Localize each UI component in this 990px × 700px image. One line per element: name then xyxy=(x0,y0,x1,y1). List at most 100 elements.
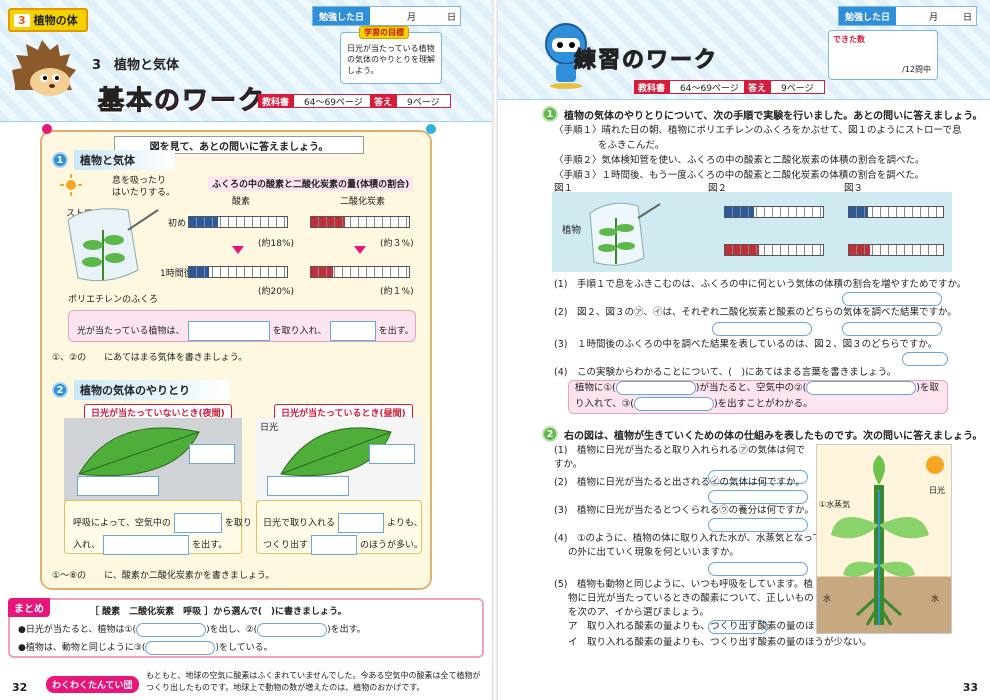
q1-part-1-answer[interactable] xyxy=(842,292,942,306)
score-box: できた数 /12問中 xyxy=(828,30,938,80)
q2-part-1-answer[interactable] xyxy=(708,470,808,484)
study-date-label: 勉強した日 xyxy=(313,7,371,25)
q2-part-1: (1) 植物に日光が当たると取り入れられる㋐の気体は何ですか。 xyxy=(554,445,805,471)
down-arrow-icon xyxy=(232,246,244,254)
q2-answer-box-1[interactable] xyxy=(77,476,159,496)
learning-goal-text: 日光が当たっている植物の気体のやりとりを理解しよう。 xyxy=(347,44,435,76)
night-sentence-box: 呼吸によって、空気中の を取り 入れ、を出す。 xyxy=(64,500,252,555)
q1-prompt: ①、②の にあてはまる気体を書きましょう。 xyxy=(52,353,248,363)
fig2-tube-b xyxy=(724,244,824,256)
hedgehog-icon xyxy=(12,40,76,96)
instruction-banner: 図を見て、あとの問いに答えましょう。 xyxy=(114,136,364,154)
down-arrow-icon xyxy=(354,246,366,254)
summary-answer-2[interactable] xyxy=(257,622,328,637)
co2-tube-after xyxy=(310,266,410,278)
night-sentence-part: を取り xyxy=(224,518,252,529)
q1-part-4-text: )を取 xyxy=(916,382,940,394)
plant-diagram-icon xyxy=(831,455,944,626)
q2-part-2-answer[interactable] xyxy=(708,490,808,504)
q2-answer-box-8[interactable] xyxy=(311,535,358,555)
night-sentence-2: 入れ、を出す。 xyxy=(73,535,227,555)
page-title: 練習のワーク xyxy=(573,48,719,74)
q2-part-4-line-2: の外に出ていく現象を何といいますか。 xyxy=(568,547,739,558)
pin-icon xyxy=(426,124,436,134)
co2-initial-value: (約３%) xyxy=(380,239,414,249)
summary-line-1-part: )を出す。 xyxy=(327,625,366,635)
water-label: 水 xyxy=(823,594,831,603)
q1-sentence: 光が当たっている植物は、を取り入れ、を出す。 xyxy=(77,321,414,341)
textbook-pages: 64〜69ページ xyxy=(293,94,374,108)
night-sentence-part: 呼吸によって、空気中の xyxy=(73,518,171,529)
q2-answer-box-4[interactable] xyxy=(369,444,415,464)
page-number: 32 xyxy=(12,681,28,694)
unit-title: 植物の体 xyxy=(33,14,78,27)
study-date-box[interactable]: 勉強した日 月 日 xyxy=(312,6,462,26)
q1-answer-box-2[interactable] xyxy=(329,321,376,341)
breath-label: 息を吸ったり はいたりする。 xyxy=(112,176,176,198)
fig3-tube-b xyxy=(848,244,944,256)
q1-sentence-part: を取り入れ、 xyxy=(272,326,327,337)
water-vapor-label: ①水蒸気 xyxy=(819,500,851,509)
oxygen-tube-after xyxy=(188,266,288,278)
q1-part-4-text: )が当たると、空気中の②( xyxy=(695,382,807,394)
textbook-label: 教科書 xyxy=(258,94,294,108)
q2-prompt: ①〜⑧の に、酸素か二酸化炭素かを書きましょう。 xyxy=(52,571,275,581)
summary-answer-3[interactable] xyxy=(145,640,216,655)
pin-icon xyxy=(42,124,52,134)
step-1-line-2: をふきこんだ。 xyxy=(598,140,665,151)
q1-part-2: (2) 図２、図３の㋐、㋑は、それぞれ二酸化炭素と酸素のどちらの気体を調べた結果… xyxy=(554,307,957,318)
leaf-icon xyxy=(78,427,200,477)
summary-answer-1[interactable] xyxy=(136,622,207,637)
oxygen-after-value: (約20%) xyxy=(258,287,295,297)
answer-page: 9ページ xyxy=(396,94,451,108)
co2-after-value: (約１%) xyxy=(380,287,414,297)
answer-label: 答え xyxy=(744,80,771,94)
practice-q1-number: 1 xyxy=(542,106,558,122)
study-date-box[interactable]: 勉強した日 月 日 xyxy=(838,6,978,26)
q2-option-a: ア 取り入れる酸素の量よりも、つくり出す酸素の量のほうが多い。 xyxy=(568,621,863,632)
q1-answer-box-1[interactable] xyxy=(187,321,270,341)
question-2-title: 植物の気体のやりとり xyxy=(74,380,230,400)
summary-box: まとめ ［ 酸素 二酸化炭素 呼吸 ］から選んで( )に書きましょう。 ●日光が… xyxy=(8,598,484,658)
summary-line-2: ●植物は、動物と同じように③()をしている。 xyxy=(18,640,273,655)
q1-part-4-line-2: り入れて、③()を出すことがわかる。 xyxy=(575,397,813,412)
q2-answer-box-3[interactable] xyxy=(267,476,349,496)
practice-q1-title: 植物の気体のやりとりについて、次の手順で実験を行いました。あとの問いに答えましょ… xyxy=(564,110,983,122)
q1-part-4-answer-2[interactable] xyxy=(806,381,917,395)
fig3-tube-a xyxy=(848,206,944,218)
graph-title: ふくろの中の酸素と二酸化炭素の量(体積の割合) xyxy=(208,176,414,191)
q1-part-2b-answer[interactable] xyxy=(842,322,942,336)
co2-tube-initial xyxy=(310,216,410,228)
step-3: 〈手順３〉１時間後、もう一度ふくろの中の酸素と二酸化炭素の体積の割合を調べた。 xyxy=(554,170,925,181)
q2-answer-box-2[interactable] xyxy=(189,444,235,464)
q1-part-2a-answer[interactable] xyxy=(712,322,812,336)
day-sentence-box: 日光で取り入れるよりも、 つくり出すのほうが多い。 xyxy=(256,500,423,555)
q1-part-4-text: 植物に①( xyxy=(575,382,616,394)
figure-1-label: 図１ xyxy=(554,183,574,194)
day-panel: 日光 xyxy=(256,418,422,508)
q2-part-5-answer[interactable] xyxy=(708,620,768,634)
q2-answer-box-5[interactable] xyxy=(173,513,222,533)
q2-part-4-answer[interactable] xyxy=(708,562,808,576)
sunlight-label: 日光 xyxy=(929,486,945,495)
q1-sentence-box: 光が当たっている植物は、を取り入れ、を出す。 xyxy=(68,310,416,342)
q1-part-4-answer-3[interactable] xyxy=(633,397,714,411)
q1-part-4-answer-1[interactable] xyxy=(615,381,696,395)
study-month: 月 xyxy=(929,12,939,23)
night-sentence-1: 呼吸によって、空気中の を取り xyxy=(73,513,252,533)
bagged-plant-illustration xyxy=(67,208,159,282)
q1-sentence-part: 光が当たっている植物は、 xyxy=(77,326,185,337)
q2-part-4-line-1: (4) ①のように、植物の体に取り入れた水が、水蒸気となって体 xyxy=(554,533,832,544)
q2-part-3-answer[interactable] xyxy=(708,518,808,532)
q1-part-4-box: 植物に①( )が当たると、空気中の②( )を取 り入れて、③()を出すことがわかる。 xyxy=(568,380,948,414)
q2-answer-box-6[interactable] xyxy=(103,535,190,555)
co2-label: 二酸化炭素 xyxy=(340,197,386,207)
q1-part-3-answer[interactable] xyxy=(902,352,948,366)
q2-answer-box-7[interactable] xyxy=(338,513,385,533)
